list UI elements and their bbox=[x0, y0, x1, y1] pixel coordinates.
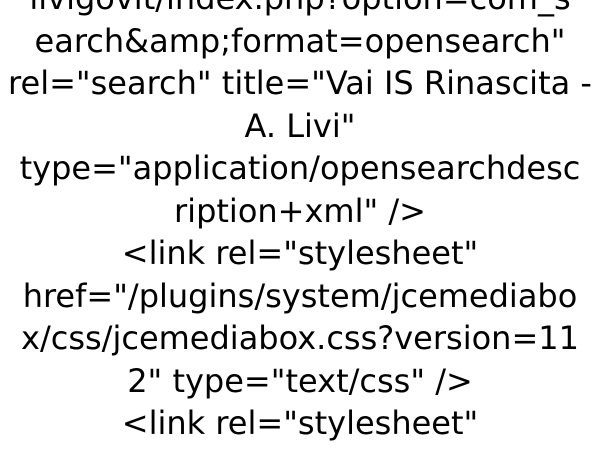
text-line-10: 2" type="text/css" /> bbox=[127, 361, 473, 400]
text-line-9: x/css/jcemediabox.css?version=11 bbox=[21, 319, 579, 357]
text-line-11: <link rel="stylesheet" bbox=[121, 404, 479, 442]
text-line-2: earch&amp;format=opensearch" bbox=[34, 21, 566, 60]
text-line-6: ription+xml" /> bbox=[174, 191, 426, 230]
text-line-5: type="application/opensearchdesc bbox=[19, 149, 581, 187]
text-line-7: <link rel="stylesheet" bbox=[121, 234, 479, 272]
text-line-1: livigovit/index.php?option=com_s bbox=[0, 0, 600, 20]
text-line-4: A. Livi" bbox=[244, 106, 356, 145]
text-line-3: rel="search" title="Vai IS Rinascita - bbox=[8, 64, 592, 102]
text-line-8: href="/plugins/system/jcemediabo bbox=[22, 276, 578, 315]
